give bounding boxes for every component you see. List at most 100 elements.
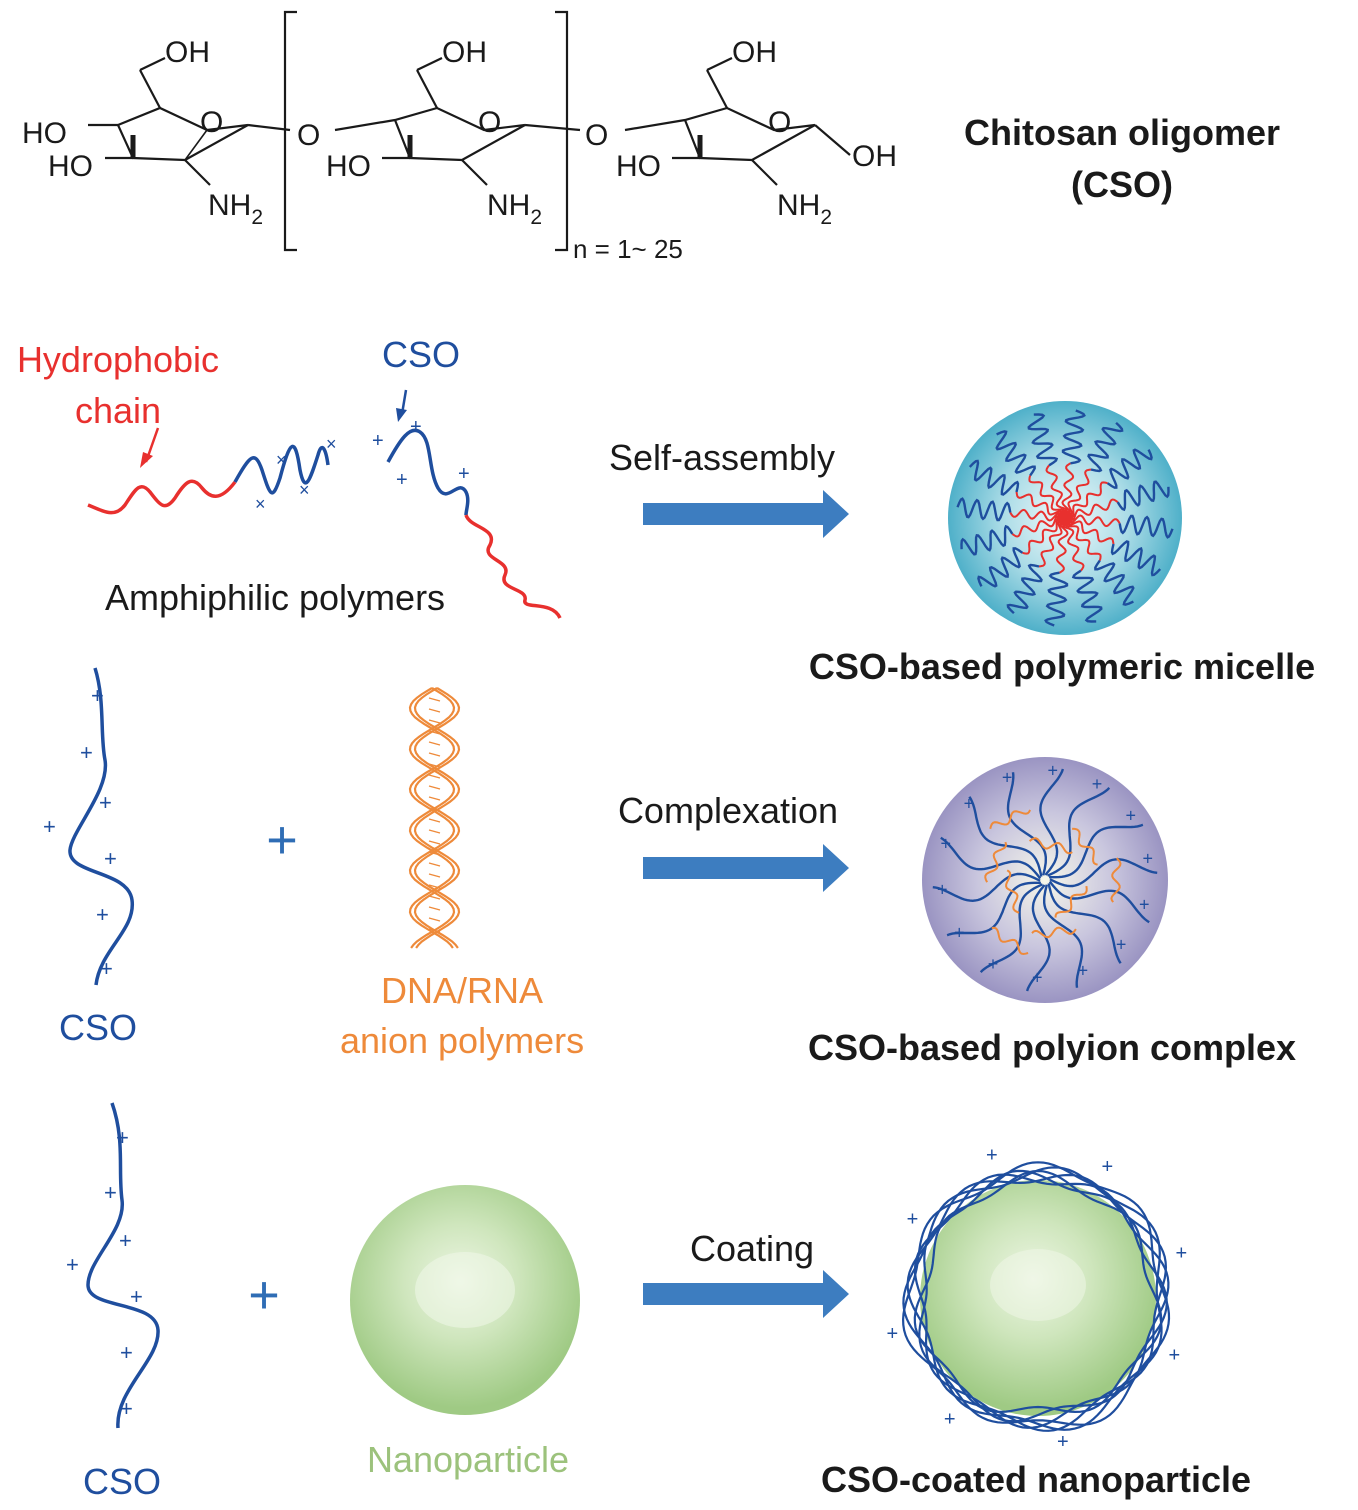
oh-label: OH xyxy=(442,36,487,69)
svg-text:+: + xyxy=(130,1284,143,1309)
micelle-shell-chain xyxy=(960,524,1014,556)
cso-label: CSO xyxy=(59,1007,137,1048)
glycosidic-o-label: O xyxy=(585,119,608,152)
plus-sign: + xyxy=(248,1265,280,1325)
complex-cso-chain xyxy=(1006,772,1047,876)
complex-dna-strand xyxy=(1005,869,1020,914)
svg-text:+: + xyxy=(458,463,470,485)
charge-mark: + xyxy=(1116,935,1127,955)
complex-dna-strand xyxy=(984,841,1008,883)
complex-cso-chain xyxy=(968,796,1043,877)
micelle-shell-chain xyxy=(1094,559,1135,606)
hydrophobic-chain xyxy=(87,479,237,515)
charge-mark: + xyxy=(954,922,965,942)
svg-text:+: + xyxy=(43,814,56,839)
cso-chain xyxy=(386,428,470,516)
dna-base-pair xyxy=(428,763,441,768)
dna-base-pair xyxy=(428,741,441,746)
structure-name-line2: (CSO) xyxy=(1071,164,1173,205)
complex-dna-strand xyxy=(989,809,1031,830)
dna-base-pair xyxy=(428,785,441,790)
hydrophobic-chain xyxy=(464,514,562,619)
complex-cso-chain xyxy=(946,881,1041,937)
complex-dna-strand xyxy=(1054,885,1088,918)
repeat-count-label: n = 1~ 25 xyxy=(573,234,683,264)
dna-base-pair xyxy=(428,917,441,922)
row-self-assembly: Hydrophobic chain ×××× CSO ++++ Amphiphi… xyxy=(17,334,1315,687)
complex-cso-chain xyxy=(1025,884,1051,992)
structure-labels: OH OH OH O O O HO HO HO HO O O OH NH2 NH… xyxy=(22,36,897,264)
complex-cso-chain xyxy=(1049,857,1158,888)
svg-text:+: + xyxy=(410,416,422,438)
coating-cso-chain xyxy=(901,1161,1171,1426)
charge-mark: + xyxy=(907,1209,919,1231)
complex-dna-strand xyxy=(1072,827,1098,866)
hydrophobic-pointer-head xyxy=(140,452,153,468)
coating-label: Coating xyxy=(690,1228,814,1269)
svg-text:+: + xyxy=(119,1228,132,1253)
micelle-shell-chain xyxy=(1118,514,1174,539)
charge-mark: + xyxy=(1057,1431,1069,1453)
svg-text:+: + xyxy=(120,1340,133,1365)
svg-text:+: + xyxy=(372,430,384,452)
complex-cso-chain xyxy=(1047,883,1122,964)
row-coating: ++++ +++ CSO + Nanoparticle Coating ++++… xyxy=(66,1102,1251,1502)
polyion-complex xyxy=(922,757,1168,1003)
charge-mark: + xyxy=(964,793,975,813)
svg-text:+: + xyxy=(120,1396,133,1421)
dna-base-pair xyxy=(428,873,441,878)
oh-label: OH xyxy=(165,36,210,69)
complex-dna-strand xyxy=(1028,837,1073,855)
dna-label: DNA/RNA xyxy=(381,970,543,1011)
dna-base-pair xyxy=(428,818,441,823)
complex-cso-chain xyxy=(1049,823,1144,879)
dna-base-pair xyxy=(428,774,441,779)
svg-text:×: × xyxy=(326,434,337,454)
micelle-shell-chain xyxy=(1071,569,1103,623)
charge-mark: + xyxy=(937,879,948,899)
dna-base-pair xyxy=(428,884,441,889)
coating-cso-chain xyxy=(902,1166,1163,1431)
dna-base-pair xyxy=(428,851,441,856)
coating-cso-chain xyxy=(918,1169,1168,1423)
charge-marks: ++++ +++ xyxy=(43,683,117,981)
hydrophobic-chain-label: Hydrophobic xyxy=(17,339,219,380)
complex-cso-chain xyxy=(940,836,1042,880)
dna-base-pair xyxy=(428,829,441,834)
charge-marks: ++++ xyxy=(372,416,470,491)
micelle-core-chain xyxy=(1055,519,1069,574)
micelle-core-chain xyxy=(1045,464,1069,517)
micelle-shell-chain xyxy=(995,430,1036,477)
svg-text:+: + xyxy=(104,1180,117,1205)
amphiphilic-polymers-label: Amphiphilic polymers xyxy=(105,577,445,618)
dna-strand xyxy=(408,687,456,949)
glycosidic-o-label: O xyxy=(297,119,320,152)
micelle-core-chain xyxy=(1065,518,1115,545)
micelle-shell-chain xyxy=(1006,563,1043,615)
process-arrow xyxy=(643,490,849,538)
nh2-label: NH2 xyxy=(208,189,263,229)
ring-o-label: O xyxy=(768,106,791,139)
micelle-core-chain xyxy=(1061,462,1075,517)
charge-mark: + xyxy=(1078,961,1089,981)
dna-base-pair xyxy=(428,906,441,911)
dna-base-pair xyxy=(428,697,441,702)
cso-label: CSO xyxy=(382,334,460,375)
micelle-product-label: CSO-based polymeric micelle xyxy=(809,646,1315,687)
structure-name-line1: Chitosan oligomer xyxy=(964,112,1280,153)
dna-base-pair xyxy=(428,796,441,801)
cso-chain xyxy=(233,444,330,495)
glucosamine-unit-1 xyxy=(88,57,291,186)
micelle-core-chain xyxy=(1022,517,1064,555)
charge-mark: + xyxy=(887,1323,899,1345)
micelle-chains xyxy=(956,409,1174,627)
dna-base-pair xyxy=(428,807,441,812)
micelle-core-chain xyxy=(1066,498,1119,522)
dna-base-pair xyxy=(428,840,441,845)
oh-label: OH xyxy=(852,140,897,173)
micelle-shell-chain xyxy=(956,497,1012,522)
nh2-label: NH2 xyxy=(487,189,542,229)
coated-product-label: CSO-coated nanoparticle xyxy=(821,1459,1251,1500)
micelle-core-chain xyxy=(1065,468,1092,518)
dna-base-pair xyxy=(428,752,441,757)
